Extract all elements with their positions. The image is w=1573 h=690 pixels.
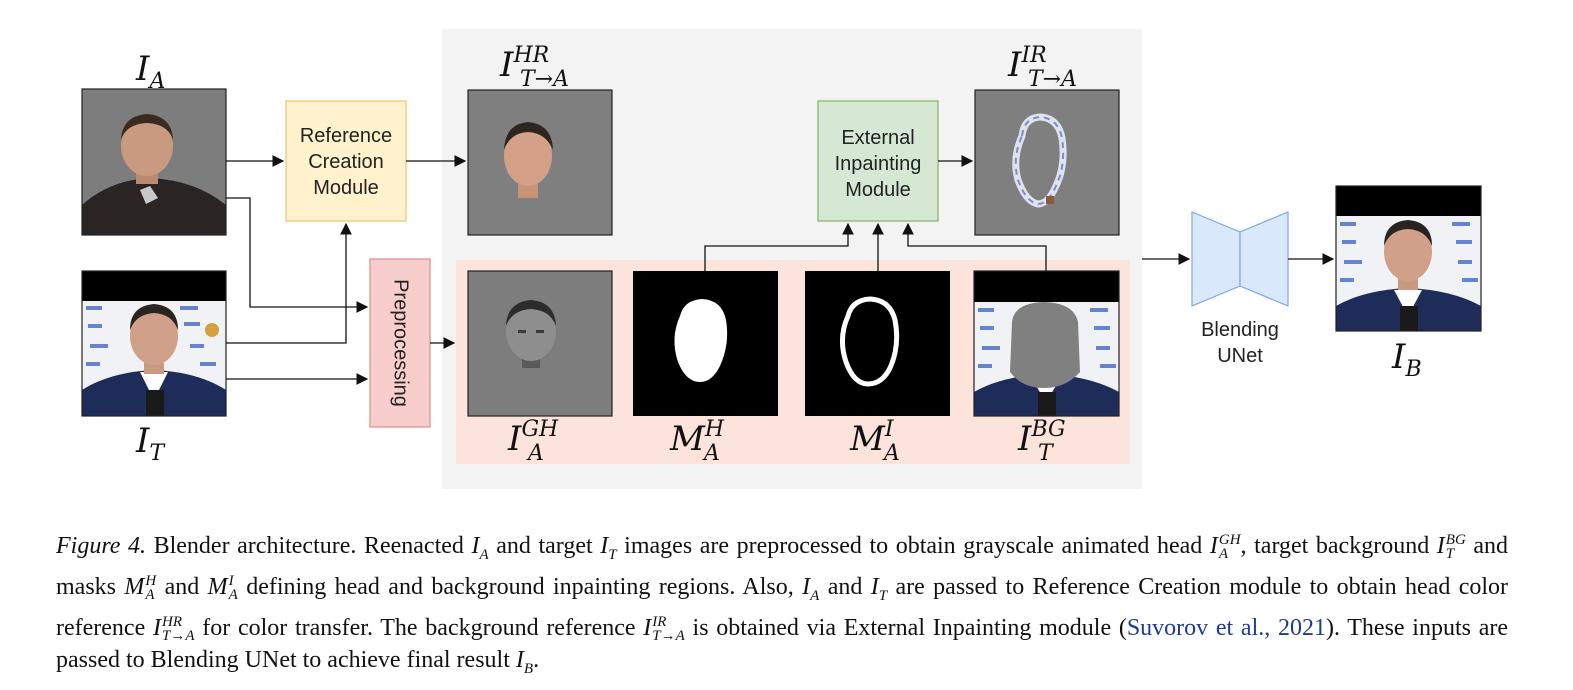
caption-math-ia: IA [471,533,489,563]
preprocessing-label: Preprocessing [390,279,412,407]
blending-unet-label-1: Blending [1201,319,1279,341]
figure-label: Figure 4. [56,533,147,559]
reference-creation-label-2: Creation [308,151,384,173]
external-inpainting-label-2: Inpainting [835,153,922,175]
blender-architecture-diagram: Reference Creation Module Preprocessing … [81,29,1482,489]
reference-creation-label-3: Module [313,177,379,199]
caption-math-it: IT [600,533,617,563]
head-mask-image [633,271,778,416]
caption-math-ia-2: IA [802,573,820,604]
caption-math-ib: IB [515,646,534,677]
figure-caption: Figure 4. Blender architecture. Reenacte… [56,530,1508,684]
reference-creation-module: Reference Creation Module [285,100,407,222]
caption-text-12: ). These inputs are passed to Blending U… [56,614,1509,673]
caption-text-5: and masks [56,533,1509,600]
caption-text-4: , target background [1240,533,1430,559]
background-reference-image [975,90,1119,235]
caption-text-3: images are preprocessed to obtain graysc… [624,533,1203,559]
blending-unet-module: Blending UNet [1191,211,1289,367]
citation-link[interactable]: Suvorov et al., 2021 [1126,614,1326,641]
external-inpainting-module: External Inpainting Module [817,100,939,222]
label-ia: IA [135,49,165,94]
external-inpainting-label-3: Module [845,179,911,201]
reference-creation-label-1: Reference [300,125,392,147]
caption-text-1: Blender architecture. Reenacted [153,533,464,559]
external-inpainting-label-1: External [841,127,914,149]
label-ib: IB [1391,337,1422,382]
caption-text-7: defining head and background inpainting … [246,573,794,600]
caption-text-6: and [164,573,200,600]
inpainting-mask-image [805,271,950,416]
caption-text-2: and target [496,533,593,559]
caption-text-11: is obtained via External Inpainting modu… [692,614,1127,641]
target-background-image [974,271,1119,416]
blending-unet-label-2: UNet [1217,345,1263,367]
caption-text-10: for color transfer. The background refer… [202,614,636,641]
caption-text-9: are passed to Reference Creation module … [56,573,1509,641]
connection-arrows [226,155,1335,385]
preprocessing-module: Preprocessing [369,258,431,428]
caption-text-8: and [827,573,863,600]
label-it: IT [135,421,166,466]
final-result-image-ib [1336,186,1481,331]
reenacted-image-ia [82,89,226,235]
caption-math-it-2: IT [870,573,888,604]
caption-text-13: . [533,646,540,673]
head-color-reference-image [468,90,612,235]
grayscale-animated-head-image [468,271,612,416]
target-image-it [82,271,226,416]
